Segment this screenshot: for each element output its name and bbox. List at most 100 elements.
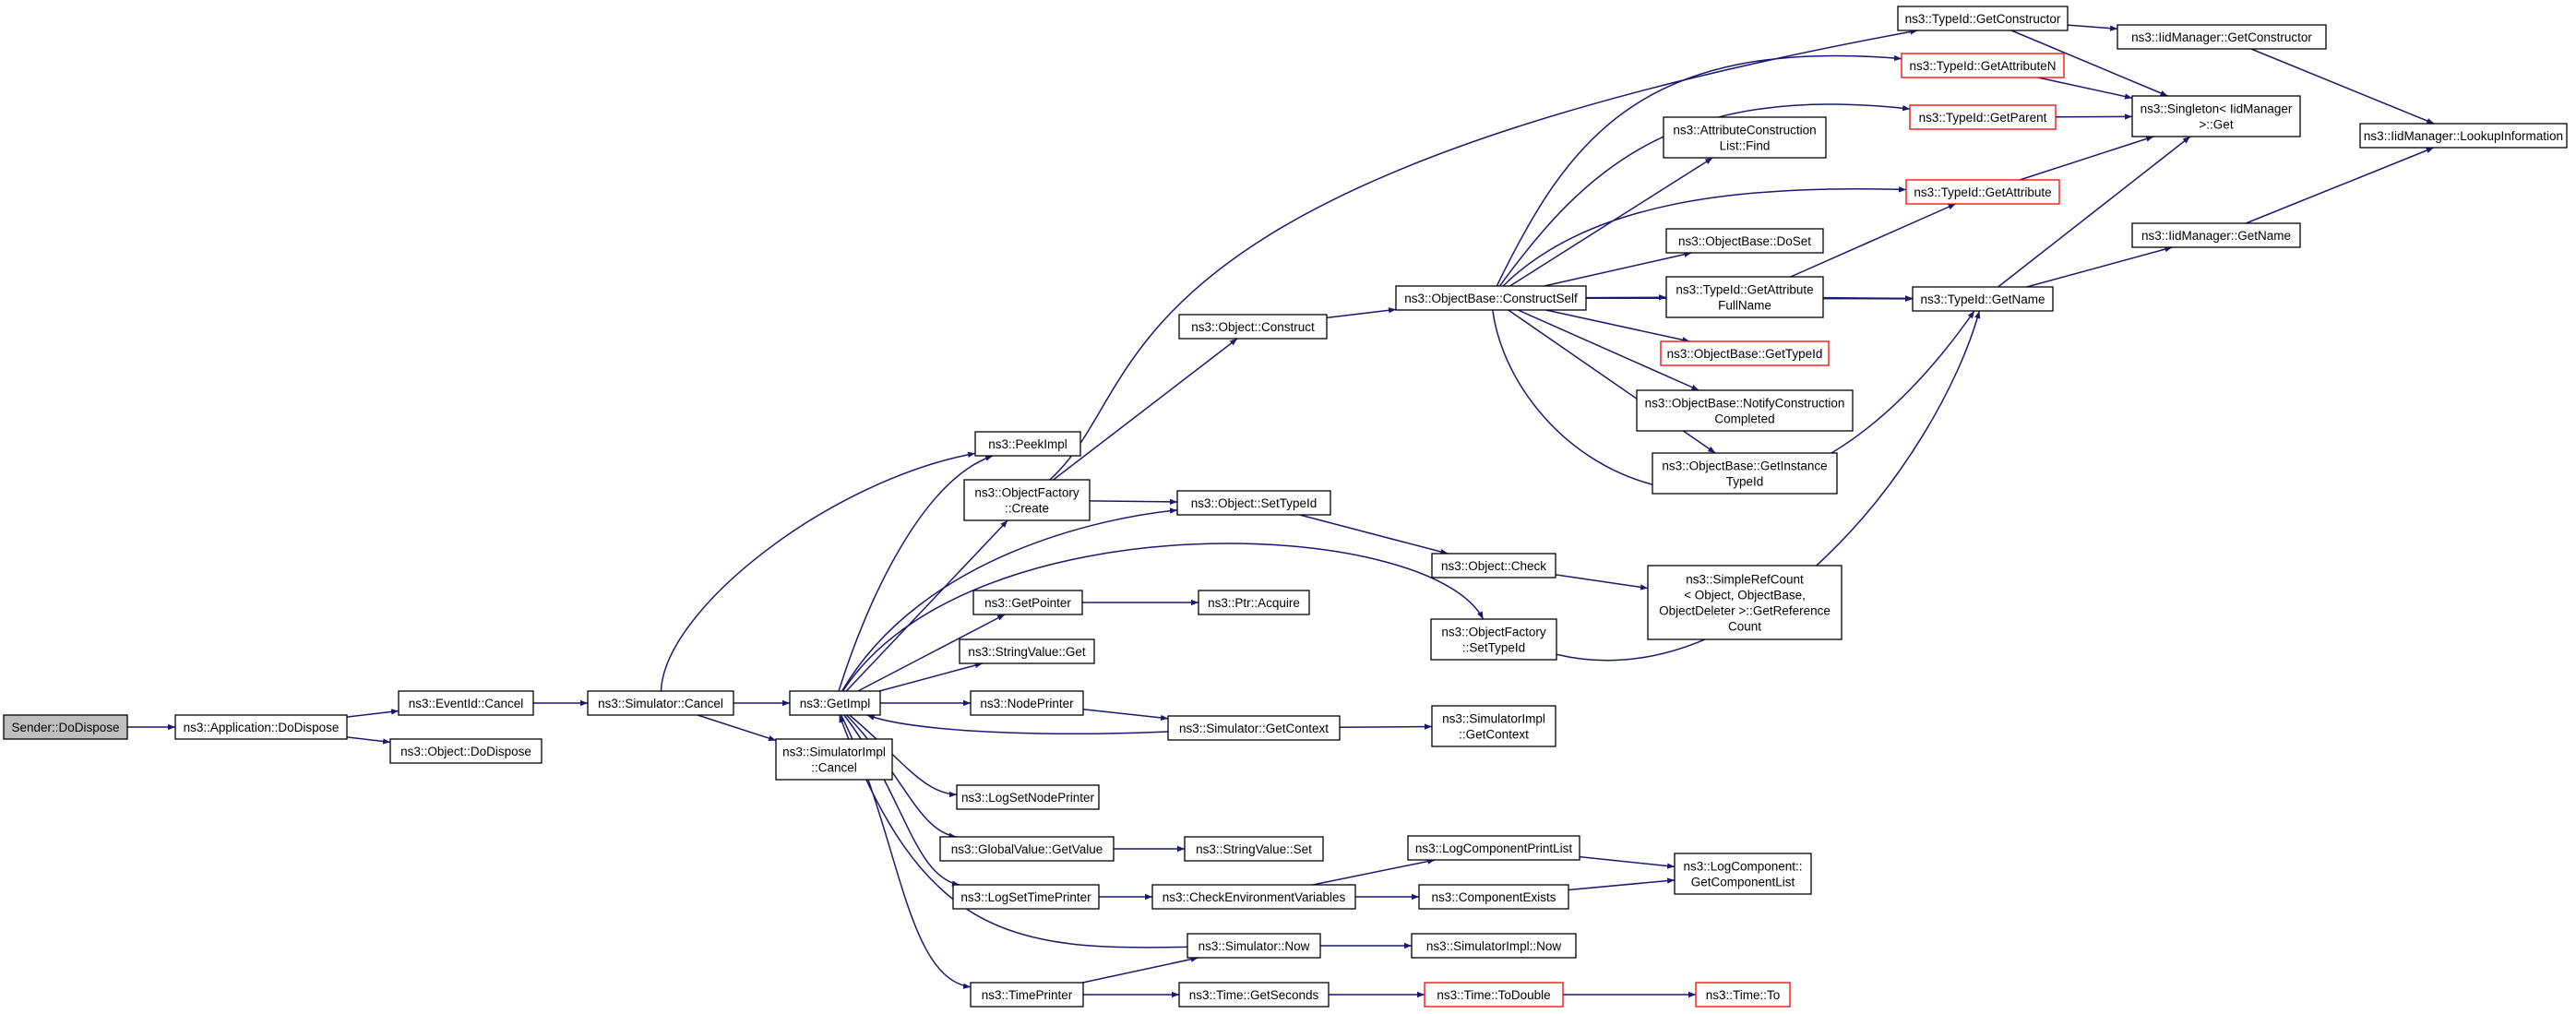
- node-timeprinter[interactable]: ns3::TimePrinter: [970, 982, 1084, 1008]
- node-typeid-getparent[interactable]: ns3::TypeId::GetParent: [1909, 104, 2057, 130]
- node-box: [952, 884, 1100, 910]
- node-label: ns3::SimulatorImpl: [782, 746, 886, 759]
- node-ptr-acquire[interactable]: ns3::Ptr::Acquire: [1198, 590, 1310, 615]
- node-box: [1663, 116, 1827, 159]
- node-objectbase-doset[interactable]: ns3::ObjectBase::DoSet: [1665, 228, 1824, 254]
- node-label: FullName: [1718, 299, 1771, 313]
- node-label: Completed: [1714, 412, 1774, 426]
- node-box: [1912, 286, 2054, 312]
- node-objectbase-notifyconstructioncompleted[interactable]: ns3::ObjectBase::NotifyConstructionCompl…: [1636, 389, 1854, 432]
- node-singleton-get[interactable]: ns3::Singleton< IidManager >::Get: [2131, 95, 2301, 137]
- node-box: [1647, 565, 1843, 640]
- node-stringvalue-get[interactable]: ns3::StringValue::Get: [959, 638, 1095, 664]
- edge-typeid_getattributen-to-singleton_get: [2037, 77, 2133, 100]
- node-simulator-cancel[interactable]: ns3::Simulator::Cancel: [587, 690, 734, 716]
- node-objectfactory-settypeid[interactable]: ns3::ObjectFactory::SetTypeId: [1430, 618, 1557, 661]
- node-label: ns3::Object::Construct: [1191, 320, 1315, 334]
- node-peekimpl[interactable]: ns3::PeekImpl: [974, 431, 1081, 457]
- node-label: ns3::TypeId::GetAttributeN: [1909, 59, 2056, 73]
- node-getimpl[interactable]: ns3::GetImpl: [789, 690, 881, 716]
- node-checkenv[interactable]: ns3::CheckEnvironmentVariables: [1151, 884, 1356, 910]
- node-object-dodispose[interactable]: ns3::Object::DoDispose: [389, 738, 543, 764]
- node-label: < Object, ObjectBase,: [1684, 589, 1806, 602]
- node-box: [974, 431, 1081, 457]
- node-box: [174, 714, 348, 740]
- node-typeid-getconstructor[interactable]: ns3::TypeId::GetConstructor: [1897, 6, 2069, 31]
- node-box: [959, 638, 1095, 664]
- node-box: [1674, 853, 1812, 895]
- node-typeid-getattribute[interactable]: ns3::TypeId::GetAttribute: [1905, 179, 2060, 205]
- edge-componentexists-to-logcomponent_getcomponentlist: [1568, 877, 1676, 891]
- node-label: ns3::ObjectBase::ConstructSelf: [1404, 292, 1578, 305]
- node-simulator-now[interactable]: ns3::Simulator::Now: [1187, 933, 1321, 959]
- node-object-construct[interactable]: ns3::Object::Construct: [1178, 314, 1328, 340]
- node-simplerefcount-getreferencecount[interactable]: ns3::SimpleRefCount< Object, ObjectBase,…: [1647, 565, 1843, 640]
- node-box: [1418, 884, 1569, 910]
- node-time-getseconds[interactable]: ns3::Time::GetSeconds: [1178, 982, 1330, 1008]
- node-object-check[interactable]: ns3::Object::Check: [1431, 553, 1556, 579]
- edge-simulator_getcontext-to-getimpl: [866, 714, 1169, 734]
- node-box: [1424, 982, 1564, 1008]
- node-label: ::Cancel: [811, 761, 857, 775]
- node-time-to[interactable]: ns3::Time::To: [1695, 982, 1791, 1008]
- node-box: [775, 738, 893, 781]
- node-componentexists[interactable]: ns3::ComponentExists: [1418, 884, 1569, 910]
- node-simulatorimpl-getcontext[interactable]: ns3::SimulatorImpl::GetContext: [1431, 705, 1556, 747]
- node-typeid-getname[interactable]: ns3::TypeId::GetName: [1912, 286, 2054, 312]
- node-box: [389, 738, 543, 764]
- node-box: [939, 836, 1115, 862]
- node-box: [1151, 884, 1356, 910]
- node-label: ns3::Simulator::GetContext: [1179, 722, 1329, 735]
- node-simulatorimpl-now[interactable]: ns3::SimulatorImpl::Now: [1411, 933, 1577, 959]
- node-label: ns3::Simulator::Now: [1199, 939, 1310, 953]
- node-box: [3, 714, 128, 740]
- node-box: [1430, 618, 1557, 661]
- node-box: [1431, 553, 1556, 579]
- node-box: [1901, 53, 2065, 78]
- node-label: ns3::LogSetNodePrinter: [961, 791, 1095, 805]
- node-label: Sender::DoDispose: [11, 721, 119, 734]
- node-simulator-getcontext[interactable]: ns3::Simulator::GetContext: [1167, 715, 1341, 741]
- edge-typeid_getattribute-to-singleton_get: [2019, 136, 2154, 181]
- node-objectbase-constructself[interactable]: ns3::ObjectBase::ConstructSelf: [1395, 285, 1587, 311]
- node-nodeprinter[interactable]: ns3::NodePrinter: [970, 690, 1084, 716]
- node-stringvalue-set[interactable]: ns3::StringValue::Set: [1184, 836, 1324, 862]
- node-time-todouble[interactable]: ns3::Time::ToDouble: [1424, 982, 1564, 1008]
- node-eventid-cancel[interactable]: ns3::EventId::Cancel: [398, 690, 534, 716]
- node-logsettimeprinter[interactable]: ns3::LogSetTimePrinter: [952, 884, 1100, 910]
- node-label: ns3::Singleton< IidManager: [2141, 102, 2293, 116]
- node-app-dodispose[interactable]: ns3::Application::DoDispose: [174, 714, 348, 740]
- edge-iidmanager_getconstructor-to-iidmanager_lookupinformation: [2250, 48, 2435, 125]
- node-sender-dodispose[interactable]: Sender::DoDispose: [3, 714, 128, 740]
- node-logcomponent-getcomponentlist[interactable]: ns3::LogComponent::GetComponentList: [1674, 853, 1812, 895]
- node-logsetnodeprinter[interactable]: ns3::LogSetNodePrinter: [956, 784, 1100, 810]
- node-objectbase-gettypeid[interactable]: ns3::ObjectBase::GetTypeId: [1660, 340, 1830, 366]
- node-box: [1909, 104, 2057, 130]
- node-simulatorimpl-cancel[interactable]: ns3::SimulatorImpl::Cancel: [775, 738, 893, 781]
- edge-object_settypeid-to-object_check: [1299, 514, 1449, 555]
- node-getpointer[interactable]: ns3::GetPointer: [972, 590, 1083, 615]
- node-label: ns3::TimePrinter: [982, 988, 1073, 1002]
- edge-typeid_getconstructor-to-singleton_get: [2010, 30, 2168, 97]
- node-logcomponentprintlist[interactable]: ns3::LogComponentPrintList: [1407, 835, 1580, 861]
- edge-nodeprinter-to-simulator_getcontext: [1082, 708, 1169, 722]
- edge-objectbase_constructself-to-typeid_getattribute: [1502, 186, 1907, 287]
- node-label: ns3::PeekImpl: [988, 437, 1067, 451]
- node-box: [1636, 389, 1854, 432]
- edge-getimpl-to-peekimpl: [838, 455, 994, 692]
- node-iidmanager-getconstructor[interactable]: ns3::IidManager::GetConstructor: [2117, 24, 2327, 50]
- edge-simulator_now-to-getimpl: [839, 714, 1188, 948]
- node-objectfactory-create[interactable]: ns3::ObjectFactory::Create: [963, 479, 1091, 521]
- node-box: [789, 690, 881, 716]
- node-iidmanager-lookupinformation[interactable]: ns3::IidManager::LookupInformation: [2359, 123, 2568, 149]
- node-box: [398, 690, 534, 716]
- node-typeid-getattributen[interactable]: ns3::TypeId::GetAttributeN: [1901, 53, 2065, 78]
- edge-getimpl-to-objectfactory_create: [845, 519, 1008, 692]
- node-label: TypeId: [1726, 475, 1764, 489]
- node-globalvalue-getvalue[interactable]: ns3::GlobalValue::GetValue: [939, 836, 1115, 862]
- node-object-settypeid[interactable]: ns3::Object::SetTypeId: [1176, 490, 1331, 516]
- node-iidmanager-getname[interactable]: ns3::IidManager::GetName: [2131, 222, 2301, 248]
